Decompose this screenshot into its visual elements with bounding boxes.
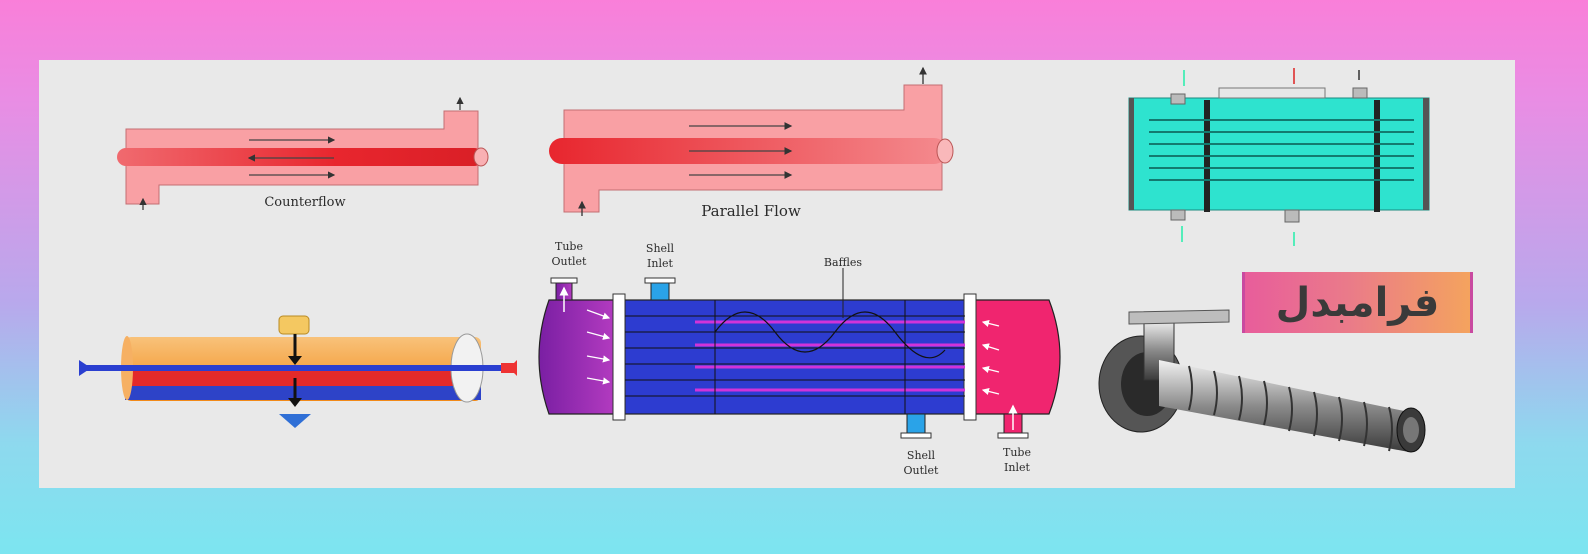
- shell-outlet-label-2: Outlet: [904, 464, 940, 477]
- counterflow-diagram: Counterflow: [117, 96, 489, 210]
- shell-and-tube-diagram: Tube Outlet Shell Inlet Baffles Shell Ou…: [538, 240, 1061, 477]
- tube-outlet-label-1: Tube: [555, 240, 583, 253]
- cutaway-exchanger-diagram: [1128, 68, 1430, 246]
- brand-logo: فرامبدل: [1242, 272, 1473, 333]
- shell-inlet-label-1: Shell: [646, 242, 675, 255]
- shell-inlet-label-2: Inlet: [647, 257, 673, 270]
- cylinder-exchanger-diagram: [79, 315, 517, 428]
- tube-inlet-label-2: Inlet: [1004, 461, 1030, 474]
- shell-outlet-label-1: Shell: [907, 449, 936, 462]
- parallel-flow-diagram: Parallel Flow: [549, 66, 954, 220]
- tube-outlet-label-2: Outlet: [552, 255, 588, 268]
- tube-inlet-label-1: Tube: [1003, 446, 1031, 459]
- baffles-label: Baffles: [824, 256, 862, 269]
- counterflow-label: Counterflow: [264, 195, 345, 210]
- corrugated-pipe-image: [1098, 309, 1426, 453]
- parallel-flow-label: Parallel Flow: [701, 202, 801, 220]
